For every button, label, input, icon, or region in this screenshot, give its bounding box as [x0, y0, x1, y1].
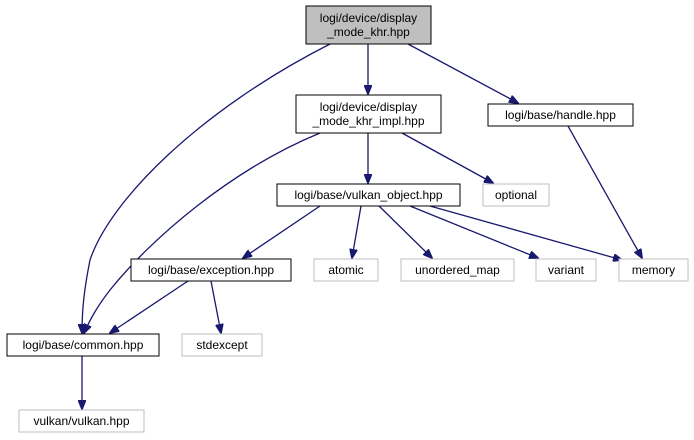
node-unordered-map: unordered_map — [400, 258, 515, 282]
node-box — [487, 103, 634, 127]
node-box — [276, 183, 461, 207]
edge-vulkan-object-to-memory — [429, 205, 622, 260]
edge-exception-to-common — [110, 280, 189, 333]
node-vulkan-object[interactable]: logi/base/vulkan_object.hpp — [276, 183, 461, 207]
node-box — [181, 333, 263, 357]
node-box — [295, 94, 442, 134]
node-label: vulkan/vulkan.hpp — [33, 414, 129, 428]
edge-vulkan-object-to-unordered-map — [378, 205, 432, 258]
node-box — [482, 183, 550, 207]
node-label: unordered_map — [415, 263, 500, 277]
edge-display-mode-khr-to-common — [82, 43, 331, 333]
node-box — [535, 258, 597, 282]
node-box — [313, 258, 379, 282]
node-label: atomic — [328, 263, 363, 277]
node-label: stdexcept — [196, 338, 248, 352]
node-label: variant — [548, 263, 585, 277]
node-label: logi/device/display — [320, 100, 417, 114]
node-box — [400, 258, 515, 282]
node-label: logi/base/vulkan_object.hpp — [294, 188, 442, 202]
node-stdexcept: stdexcept — [181, 333, 263, 357]
node-handle[interactable]: logi/base/handle.hpp — [487, 103, 634, 127]
edge-vulkan-object-to-variant — [409, 205, 538, 258]
edges-layer — [82, 43, 642, 409]
node-memory: memory — [618, 258, 689, 282]
edge-vulkan-object-to-atomic — [352, 205, 362, 258]
node-common[interactable]: logi/base/common.hpp — [6, 333, 160, 357]
node-atomic: atomic — [313, 258, 379, 282]
node-box — [130, 258, 292, 282]
node-box — [6, 333, 160, 357]
edge-vulkan-object-to-exception — [243, 205, 321, 258]
node-box — [305, 5, 432, 45]
node-display-mode-khr[interactable]: logi/device/display_mode_khr.hpp — [305, 5, 432, 45]
node-label: logi/base/exception.hpp — [148, 263, 274, 277]
node-display-mode-khr-impl[interactable]: logi/device/display_mode_khr_impl.hpp — [295, 94, 442, 134]
node-box — [618, 258, 689, 282]
node-label: memory — [632, 263, 675, 277]
node-label: logi/base/handle.hpp — [505, 108, 616, 122]
edge-exception-to-stdexcept — [210, 280, 221, 333]
node-vulkan: vulkan/vulkan.hpp — [18, 409, 145, 433]
node-exception[interactable]: logi/base/exception.hpp — [130, 258, 292, 282]
edge-display-mode-khr-impl-to-optional — [401, 132, 493, 183]
node-label: logi/device/display — [320, 11, 417, 25]
edge-handle-to-memory — [567, 125, 642, 258]
node-label: logi/base/common.hpp — [23, 338, 144, 352]
node-label: _mode_khr_impl.hpp — [311, 114, 424, 128]
node-label: _mode_khr.hpp — [326, 25, 410, 39]
node-variant: variant — [535, 258, 597, 282]
node-optional: optional — [482, 183, 550, 207]
nodes-layer: logi/device/display_mode_khr.hpplogi/dev… — [6, 5, 689, 433]
edge-display-mode-khr-to-handle — [407, 43, 518, 103]
node-box — [18, 409, 145, 433]
edge-display-mode-khr-impl-to-common — [84, 132, 321, 333]
node-label: optional — [495, 188, 537, 202]
